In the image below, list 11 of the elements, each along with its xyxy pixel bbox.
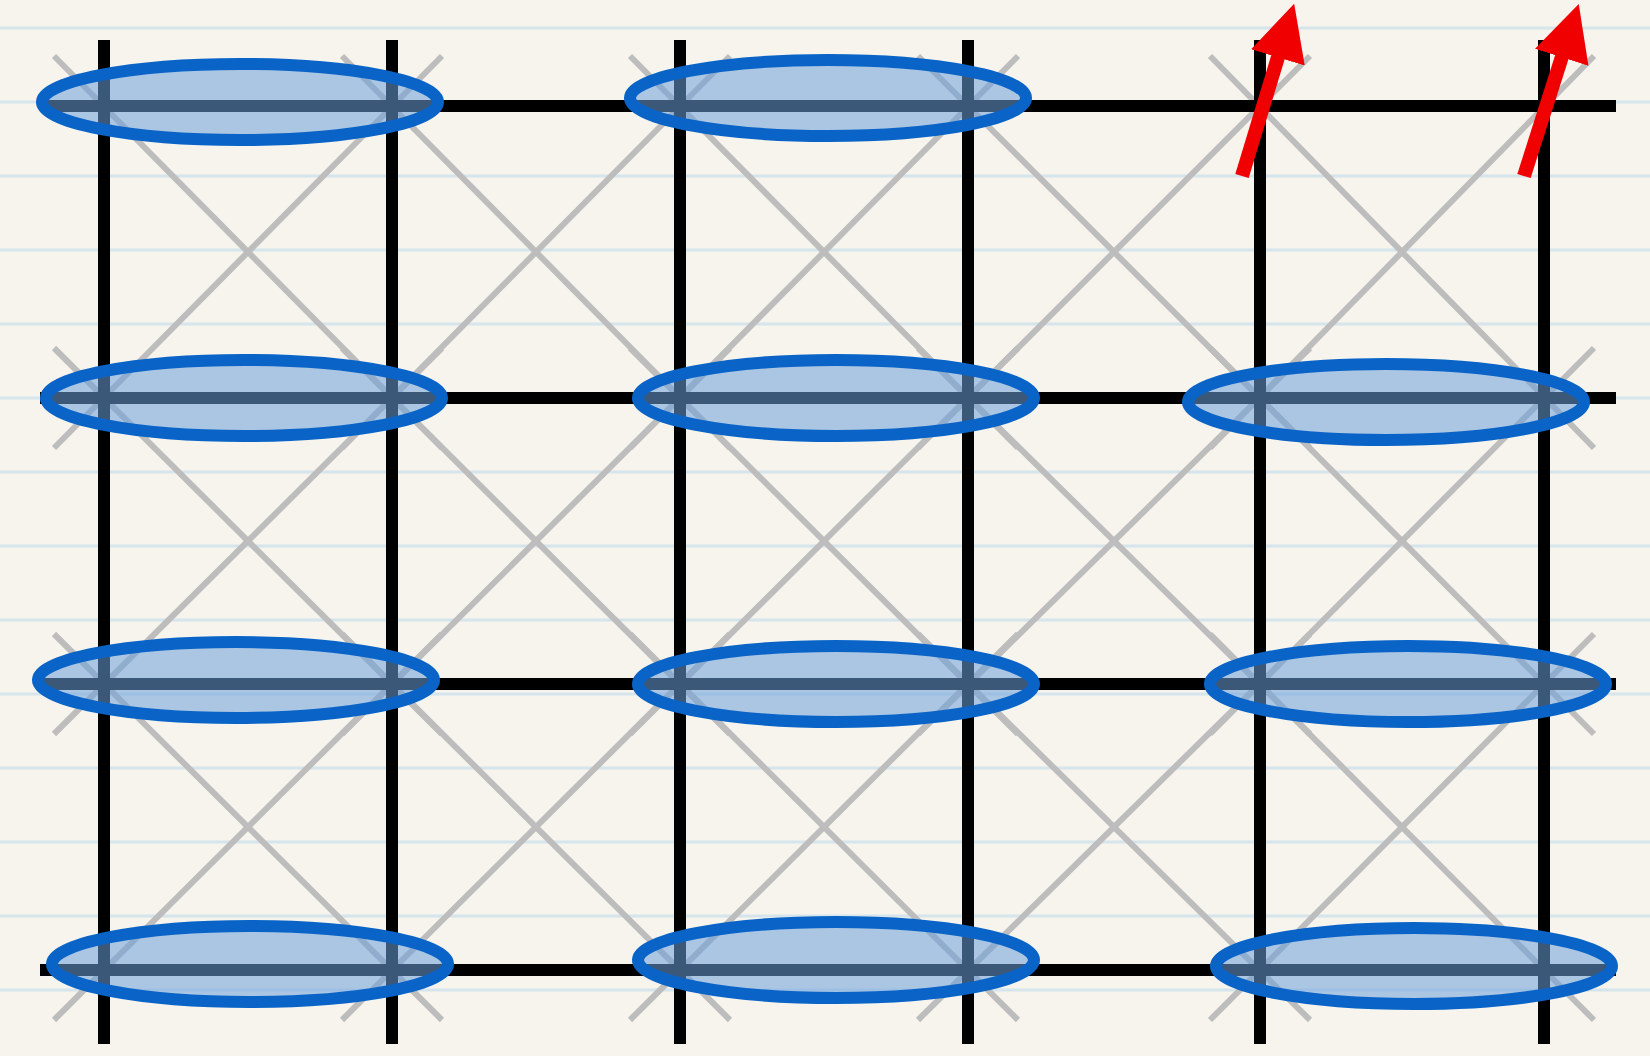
dimer-ellipse bbox=[46, 920, 454, 1008]
dimer-ellipse bbox=[32, 636, 440, 724]
dimer-ellipse bbox=[1182, 358, 1590, 446]
dimer-ellipse bbox=[632, 640, 1040, 728]
dimer-ellipse bbox=[40, 354, 448, 442]
dimer-ellipse bbox=[1210, 922, 1618, 1010]
dimer-ellipse bbox=[1204, 640, 1612, 728]
dimer-ellipse bbox=[632, 916, 1040, 1004]
dimer-ellipse bbox=[624, 54, 1032, 142]
dimer-ellipse bbox=[36, 58, 444, 146]
dimer-ellipse bbox=[632, 354, 1040, 442]
